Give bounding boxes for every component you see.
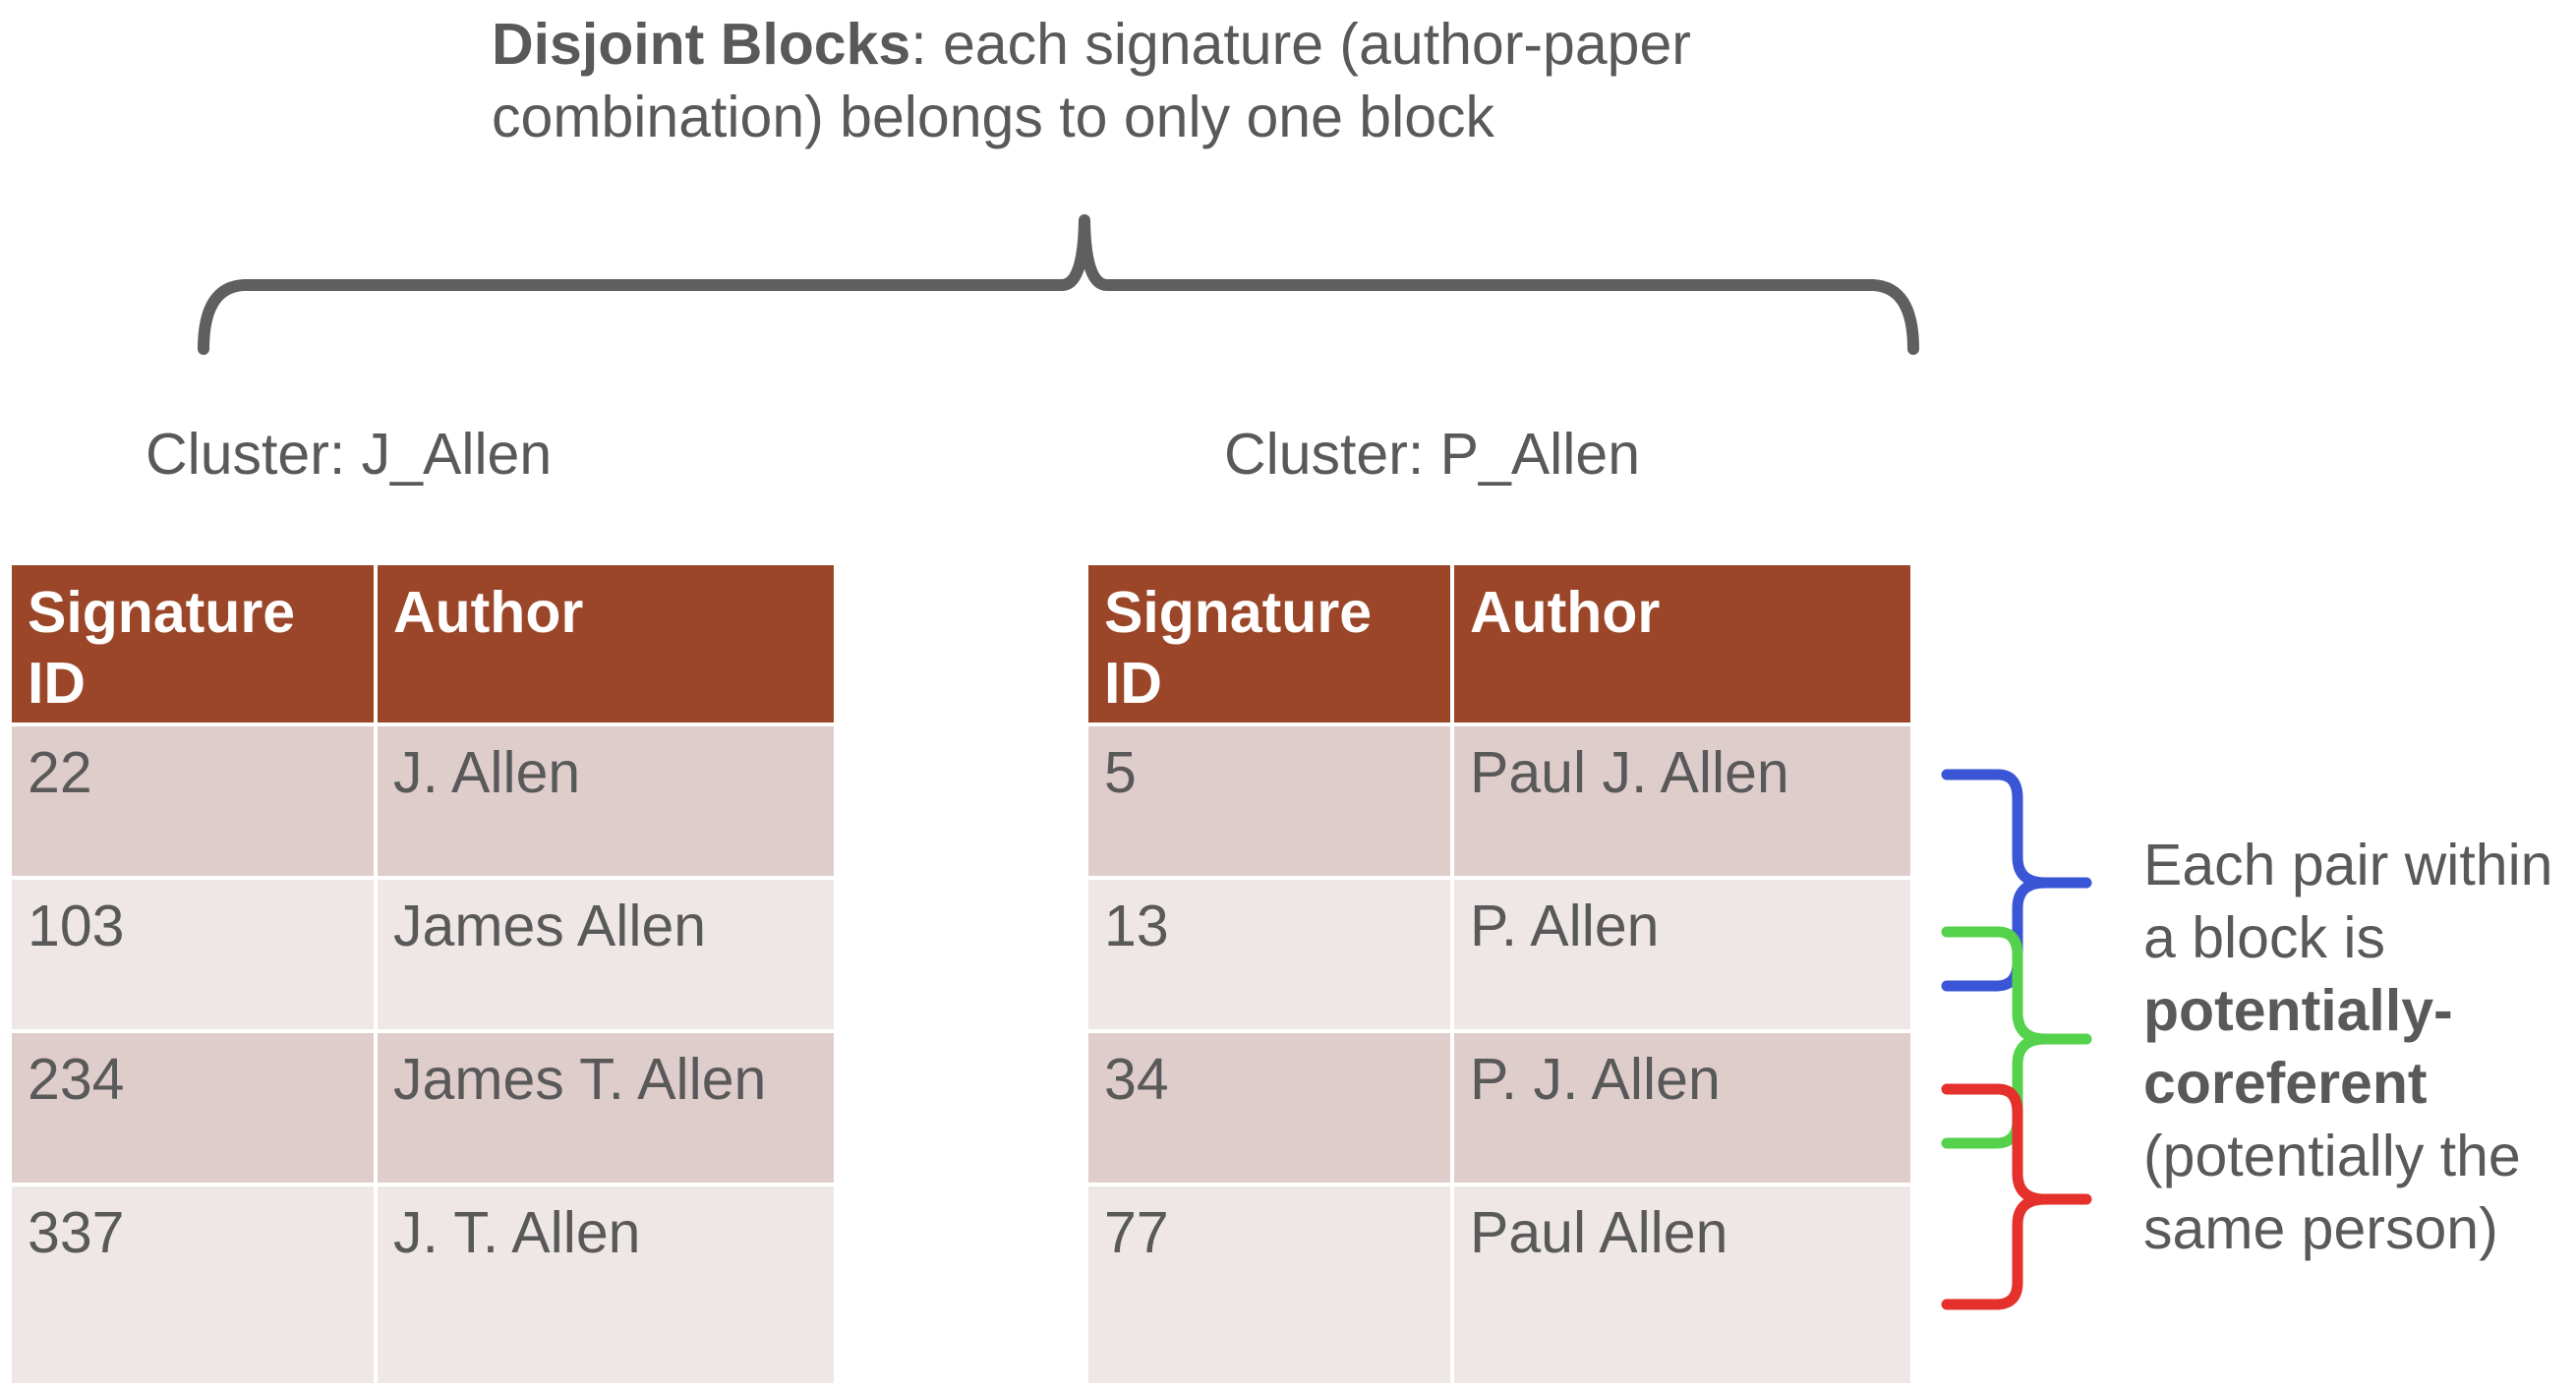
note-line: Each pair within <box>2143 833 2553 897</box>
cell-signature-id: 22 <box>8 722 378 880</box>
cell-author: Paul J. Allen <box>1450 722 1914 880</box>
table-row: 13 P. Allen <box>1084 876 1914 1033</box>
note-bold-line: potentially- <box>2143 978 2453 1043</box>
table-header-row: Signature ID Author <box>8 561 838 726</box>
table-row: 103 James Allen <box>8 876 838 1033</box>
table-row: 22 J. Allen <box>8 722 838 880</box>
cell-signature-id: 103 <box>8 876 378 1033</box>
cell-author: J. T. Allen <box>374 1183 838 1387</box>
cell-author: J. Allen <box>374 722 838 880</box>
title-line-1: Disjoint Blocks: each signature (author-… <box>492 8 1966 81</box>
cluster-title-j-allen: Cluster: J_Allen <box>146 422 553 487</box>
cell-author: James T. Allen <box>374 1029 838 1186</box>
table-j-allen: Signature ID Author 22 J. Allen 103 Jame… <box>8 561 838 1387</box>
diagram-title: Disjoint Blocks: each signature (author-… <box>492 8 1966 153</box>
cell-author: P. J. Allen <box>1450 1029 1914 1186</box>
coreferent-note: Each pair within a block is potentially-… <box>2143 829 2576 1265</box>
header-author: Author <box>374 561 838 726</box>
cell-signature-id: 13 <box>1084 876 1454 1033</box>
note-bold-line: coreferent <box>2143 1051 2428 1116</box>
note-line: same person) <box>2143 1196 2498 1261</box>
table-row: 34 P. J. Allen <box>1084 1029 1914 1186</box>
table-row: 77 Paul Allen <box>1084 1183 1914 1387</box>
header-author: Author <box>1450 561 1914 726</box>
top-gray-brace <box>198 214 1919 355</box>
note-line: a block is <box>2143 905 2385 970</box>
title-line1-rest: : each signature (author-paper <box>910 12 1691 77</box>
cell-signature-id: 5 <box>1084 722 1454 880</box>
table-p-allen: Signature ID Author 5 Paul J. Allen 13 P… <box>1084 561 1914 1387</box>
table-row: 337 J. T. Allen <box>8 1183 838 1387</box>
cell-signature-id: 234 <box>8 1029 378 1186</box>
cell-author: James Allen <box>374 876 838 1033</box>
cluster-title-p-allen: Cluster: P_Allen <box>1224 422 1641 487</box>
header-signature-id: Signature ID <box>1084 561 1454 726</box>
red-brace <box>1941 1083 2092 1310</box>
table-row: 234 James T. Allen <box>8 1029 838 1186</box>
table-header-row: Signature ID Author <box>1084 561 1914 726</box>
cell-signature-id: 34 <box>1084 1029 1454 1186</box>
cell-signature-id: 337 <box>8 1183 378 1387</box>
header-signature-id: Signature ID <box>8 561 378 726</box>
note-line: (potentially the <box>2143 1124 2521 1188</box>
cell-author: P. Allen <box>1450 876 1914 1033</box>
title-line-2: combination) belongs to only one block <box>492 85 1495 149</box>
cell-author: Paul Allen <box>1450 1183 1914 1387</box>
table-row: 5 Paul J. Allen <box>1084 722 1914 880</box>
title-bold: Disjoint Blocks <box>492 12 911 77</box>
cell-signature-id: 77 <box>1084 1183 1454 1387</box>
